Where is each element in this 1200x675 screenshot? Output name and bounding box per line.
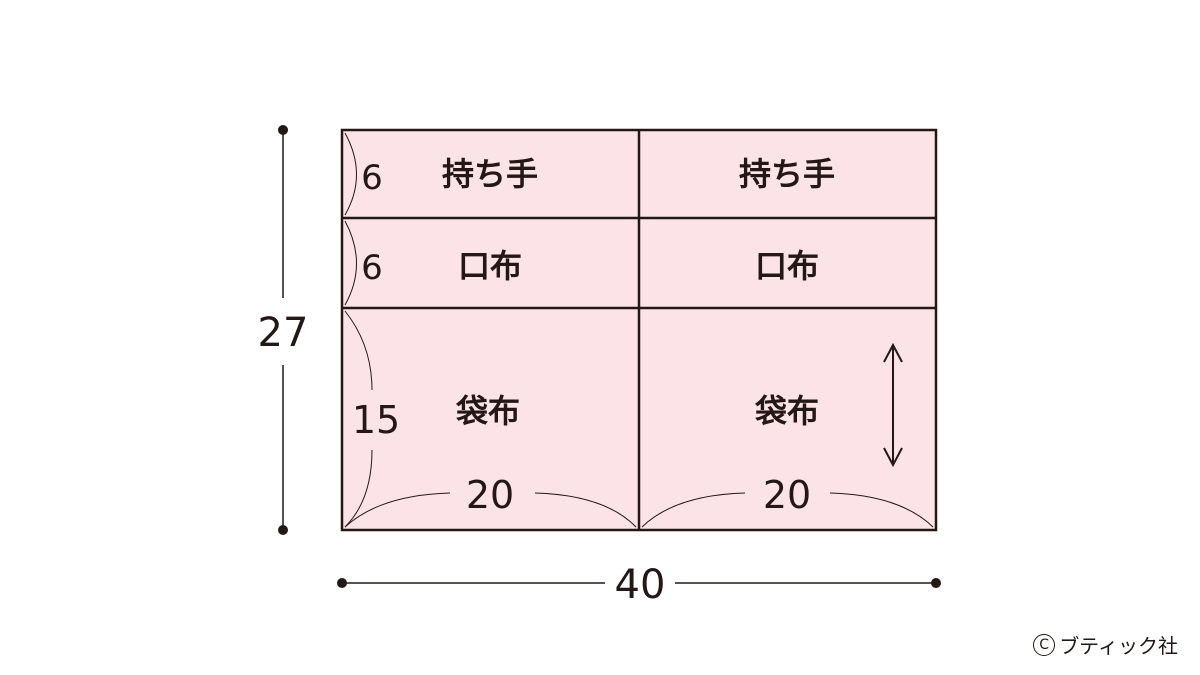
- bag-height-arc-top: [344, 310, 373, 391]
- right-width-value: 20: [763, 473, 811, 517]
- left-width-arc-right: [534, 492, 637, 528]
- handle-height-value: 6: [361, 158, 383, 198]
- right-width-arc-left: [641, 492, 746, 528]
- bag-label-left: 袋布: [455, 392, 520, 430]
- right-width-arc-right: [829, 492, 934, 528]
- opening-height-arc: [344, 220, 357, 306]
- opening-label-right: 口布: [755, 247, 819, 285]
- bag-label-right: 袋布: [754, 392, 819, 430]
- bag-height-arc-bottom: [344, 449, 373, 528]
- bag-height-value: 15: [352, 398, 400, 442]
- handle-label-left: 持ち手: [442, 155, 538, 193]
- copyright-icon: C: [1033, 633, 1056, 656]
- grain-direction-arrow-icon: [883, 342, 903, 468]
- publisher-name: ブティック社: [1059, 634, 1178, 658]
- handle-label-right: 持ち手: [739, 155, 835, 193]
- publisher-credit: C ブティック社: [1033, 630, 1178, 659]
- handle-height-arc: [344, 132, 357, 216]
- left-width-arc-left: [344, 492, 451, 528]
- opening-label-left: 口布: [458, 247, 522, 285]
- opening-height-value: 6: [361, 248, 383, 288]
- left-width-value: 20: [466, 473, 514, 517]
- total-height-value: 27: [258, 310, 309, 356]
- total-width-value: 40: [615, 562, 666, 608]
